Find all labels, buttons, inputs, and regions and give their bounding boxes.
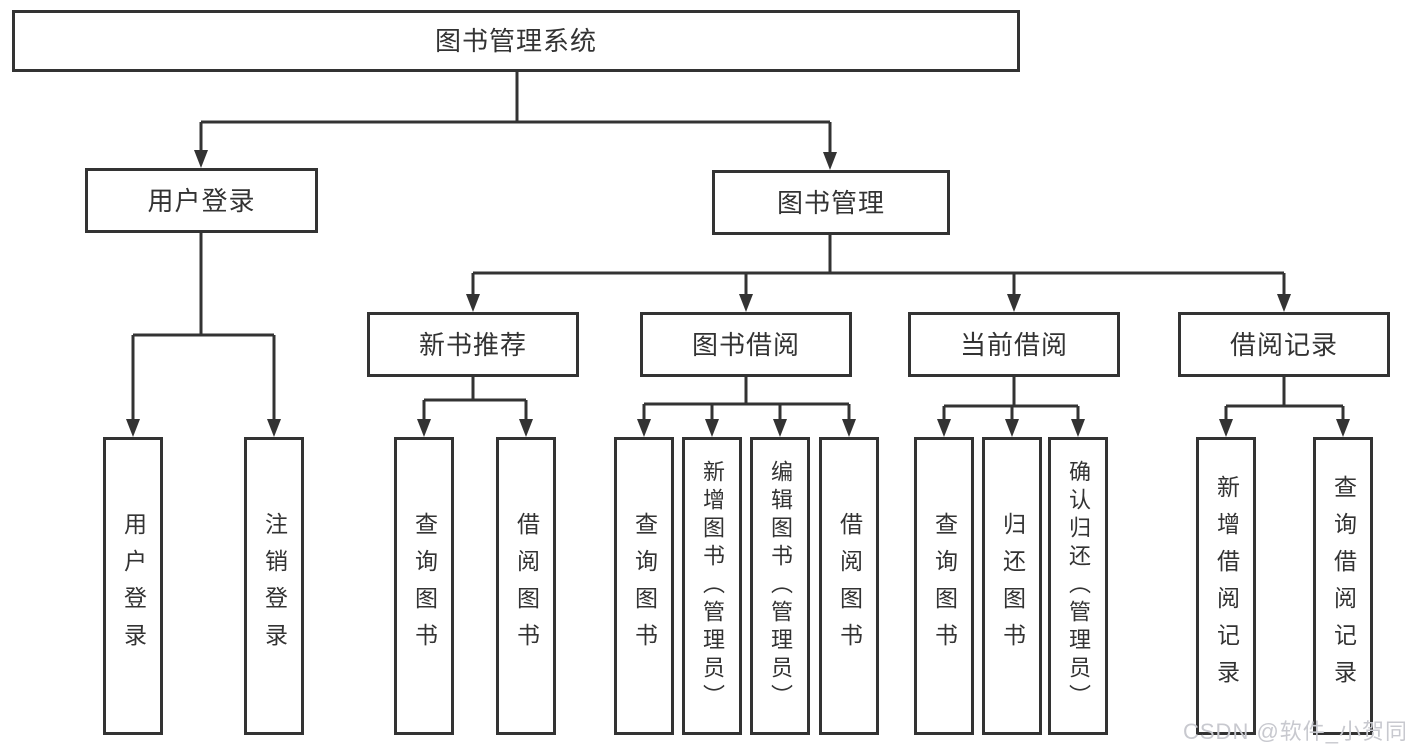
node-leaf-query-books-borrowing: 查询图书 (614, 437, 674, 735)
node-leaf-borrow-books: 借阅图书 (819, 437, 879, 735)
node-leaf-query-books-recommend: 查询图书 (394, 437, 454, 735)
node-new-book-recommend: 新书推荐 (367, 312, 579, 377)
node-leaf-query-borrow-record: 查询借阅记录 (1313, 437, 1373, 735)
node-leaf-edit-book-admin: 编辑图书（管理员） (750, 437, 810, 735)
node-leaf-confirm-return-admin: 确认归还（管理员） (1048, 437, 1108, 735)
node-leaf-add-borrow-record: 新增借阅记录 (1196, 437, 1256, 735)
node-leaf-return-book: 归还图书 (982, 437, 1042, 735)
node-leaf-query-books-current: 查询图书 (914, 437, 974, 735)
node-book-management: 图书管理 (712, 170, 950, 235)
node-current-borrowing: 当前借阅 (908, 312, 1120, 377)
node-leaf-borrow-books-recommend: 借阅图书 (496, 437, 556, 735)
node-leaf-user-login: 用户登录 (103, 437, 163, 735)
node-book-borrowing: 图书借阅 (640, 312, 852, 377)
node-leaf-add-book-admin: 新增图书（管理员） (682, 437, 742, 735)
node-borrowing-records: 借阅记录 (1178, 312, 1390, 377)
node-user-login: 用户登录 (85, 168, 318, 233)
node-library-system: 图书管理系统 (12, 10, 1020, 72)
csdn-watermark: CSDN @软件_小贺同学 (1183, 719, 1405, 744)
node-leaf-logout: 注销登录 (244, 437, 304, 735)
